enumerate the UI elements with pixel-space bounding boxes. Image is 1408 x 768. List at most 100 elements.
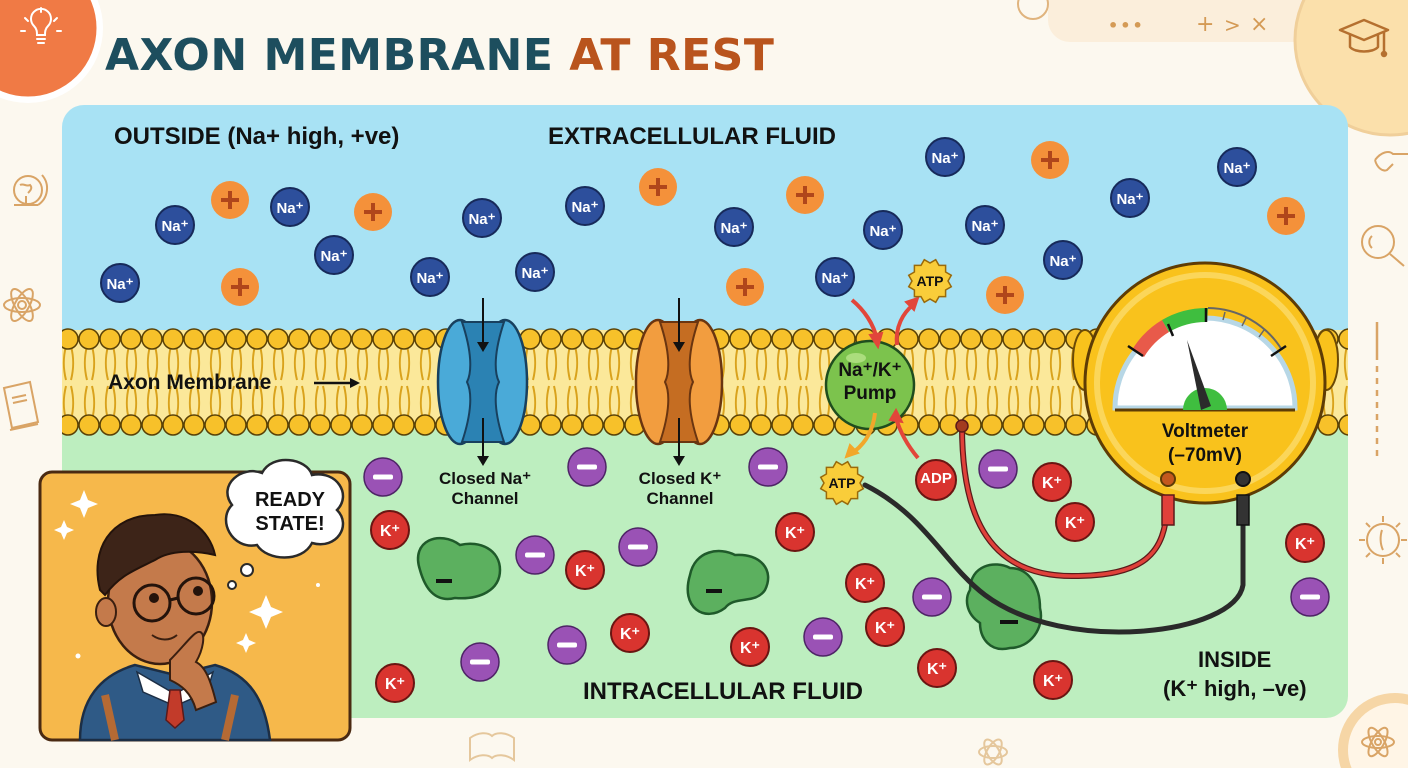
lipid-head [99, 328, 121, 350]
lipid-head [771, 328, 793, 350]
sodium-ion-label: Na⁺ [1223, 160, 1250, 177]
lipid-head [771, 414, 793, 436]
sodium-ion-label: Na⁺ [571, 199, 598, 216]
positive-charge [1267, 197, 1305, 235]
inside-label: INSIDE [1198, 647, 1272, 672]
lipid-head [540, 414, 562, 436]
globe-icon [13, 174, 49, 206]
negative-charge [515, 535, 555, 575]
lipid-head [414, 414, 436, 436]
positive-charge [639, 168, 677, 206]
lipid-head [813, 328, 835, 350]
potassium-ion: K⁺ [565, 550, 605, 590]
lipid-head [1002, 414, 1024, 436]
lipid-head [62, 328, 79, 350]
magnifier-icon [1361, 225, 1405, 267]
potassium-ion: K⁺ [610, 613, 650, 653]
lipid-head [561, 328, 583, 350]
potassium-channel [634, 298, 724, 466]
lipid-head [414, 328, 436, 350]
lipid-head [120, 328, 142, 350]
potassium-channel-label-line2: Channel [646, 489, 714, 508]
sodium-ion: Na⁺ [965, 205, 1005, 245]
atp-label: ATP [829, 475, 856, 491]
positive-charge [786, 176, 824, 214]
top-tab-bar [1017, 0, 1368, 42]
lipid-head [918, 414, 940, 436]
lightbulb-badge [0, 0, 103, 103]
sodium-channel [436, 298, 529, 466]
lipid-head [183, 414, 205, 436]
protein-anion [686, 549, 770, 615]
next-button[interactable]: > [1224, 13, 1241, 37]
lipid-head [1002, 328, 1024, 350]
sodium-ion: Na⁺ [925, 137, 965, 177]
lipid-head [603, 328, 625, 350]
positive-charge [986, 276, 1024, 314]
lipid-head [120, 414, 142, 436]
lipid-head [288, 328, 310, 350]
lipid-head [603, 414, 625, 436]
atom-icon [978, 738, 1008, 766]
potassium-ion-label: K⁺ [855, 576, 875, 593]
potassium-channel-label: Closed K⁺ Channel [630, 469, 730, 509]
lipid-head [1065, 414, 1087, 436]
negative-charge [618, 527, 658, 567]
voltmeter-wires [862, 423, 1246, 635]
atom-icon [1361, 726, 1395, 758]
lipid-head [582, 328, 604, 350]
lipid-head [141, 414, 163, 436]
lipid-head [540, 328, 562, 350]
potassium-ion-label: K⁺ [1043, 673, 1063, 690]
sodium-ion-label: Na⁺ [869, 223, 896, 240]
lightbulb-icon [20, 7, 62, 44]
sparkles [54, 490, 320, 659]
sodium-channel-label-line2: Channel [451, 489, 519, 508]
sodium-ion-label: Na⁺ [720, 220, 747, 237]
potassium-ion-label: K⁺ [1295, 536, 1315, 553]
atp-label: ATP [917, 273, 944, 289]
lipid-head [246, 328, 268, 350]
voltmeter-dial [1127, 307, 1287, 358]
intracellular-label: INTRACELLULAR FLUID [583, 678, 863, 705]
atom-badge [1338, 693, 1408, 768]
protein-anion [416, 536, 502, 601]
potassium-ion-label: K⁺ [785, 525, 805, 542]
sodium-ion-label: Na⁺ [1049, 253, 1076, 270]
add-button[interactable]: + [1196, 12, 1215, 37]
lipid-head [792, 328, 814, 350]
sodium-ion-label: Na⁺ [320, 248, 347, 265]
sodium-ion: Na⁺ [863, 210, 903, 250]
voltmeter-label: Voltmeter (–70mV) [1135, 420, 1275, 468]
sodium-ion-label: Na⁺ [521, 265, 548, 282]
lipid-head [1338, 328, 1348, 350]
outside-label: OUTSIDE (Na+ high, +ve) [114, 123, 400, 150]
lipid-head [267, 414, 289, 436]
sodium-ion: Na⁺ [270, 187, 310, 227]
sodium-ion: Na⁺ [1110, 178, 1150, 218]
lipid-head [204, 414, 226, 436]
gear-icon [1359, 516, 1407, 564]
student-glasses [132, 576, 216, 623]
title-accent: AT REST [569, 30, 775, 81]
lipid-head [225, 414, 247, 436]
lipid-head [981, 414, 1003, 436]
lipid-head [99, 414, 121, 436]
lipid-head [729, 328, 751, 350]
lipid-head [372, 328, 394, 350]
potassium-ion-label: K⁺ [1065, 515, 1085, 532]
ions-layer: Na⁺Na⁺Na⁺Na⁺Na⁺Na⁺Na⁺Na⁺Na⁺Na⁺Na⁺Na⁺Na⁺N… [100, 137, 1330, 703]
book-icon [2, 380, 40, 431]
more-options-button[interactable]: ••• [1108, 16, 1145, 35]
lipid-head [981, 328, 1003, 350]
voltmeter-reading: (–70mV) [1168, 445, 1242, 466]
lipid-head [792, 414, 814, 436]
close-button[interactable]: × [1250, 12, 1269, 37]
sodium-ion-label: Na⁺ [931, 150, 958, 167]
lipid-head [162, 414, 184, 436]
graduation-badge [1293, 0, 1408, 137]
sodium-ion: Na⁺ [100, 263, 140, 303]
graduation-cap-icon [1338, 18, 1390, 58]
